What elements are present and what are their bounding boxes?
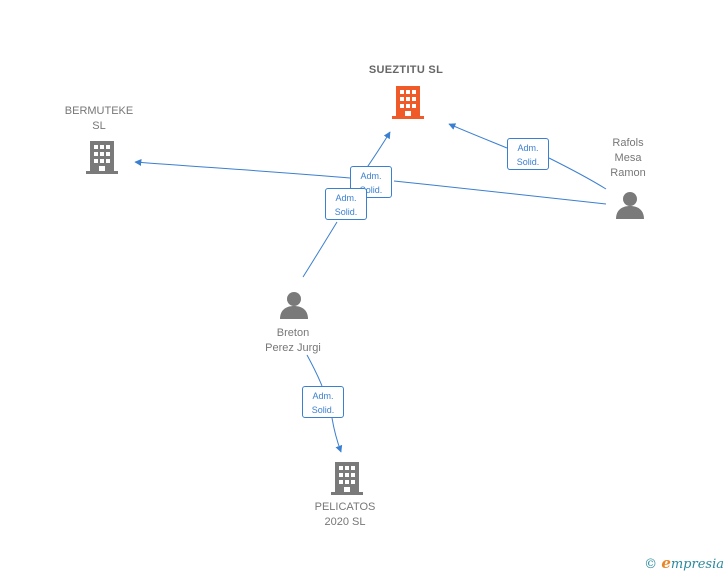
empresia-logo: © empresia [644, 554, 724, 572]
person-icon-breton[interactable] [279, 290, 309, 320]
edge-label-breton-sueztitu[interactable]: Adm. Solid. [325, 188, 367, 220]
building-icon-pelicatos[interactable] [330, 460, 364, 496]
building-icon-bermuteke[interactable] [85, 139, 119, 175]
person-icon-rafols[interactable] [615, 190, 645, 220]
edge-breton-pelicatos [306, 354, 341, 452]
brand-first-letter: e [661, 554, 671, 572]
node-label-rafols[interactable]: Rafols Mesa Ramon [610, 137, 646, 179]
edge-label-breton-pelicatos[interactable]: Adm. Solid. [302, 386, 344, 418]
node-label-sueztitu[interactable]: SUEZTITU SL [368, 64, 444, 76]
node-label-breton[interactable]: Breton Perez Jurgi [265, 327, 321, 354]
node-label-pelicatos[interactable]: PELICATOS 2020 SL [314, 501, 376, 528]
edge-label-rafols-sueztitu[interactable]: Adm. Solid. [507, 138, 549, 170]
brand-rest: mpresia [670, 557, 724, 572]
building-icon-sueztitu[interactable] [391, 84, 425, 120]
edge-rafols-sueztitu [449, 124, 607, 190]
node-label-bermuteke[interactable]: BERMUTEKE SL [64, 105, 134, 132]
copyright-icon: © [644, 557, 658, 572]
edge-rafols-bermuteke [135, 162, 607, 205]
